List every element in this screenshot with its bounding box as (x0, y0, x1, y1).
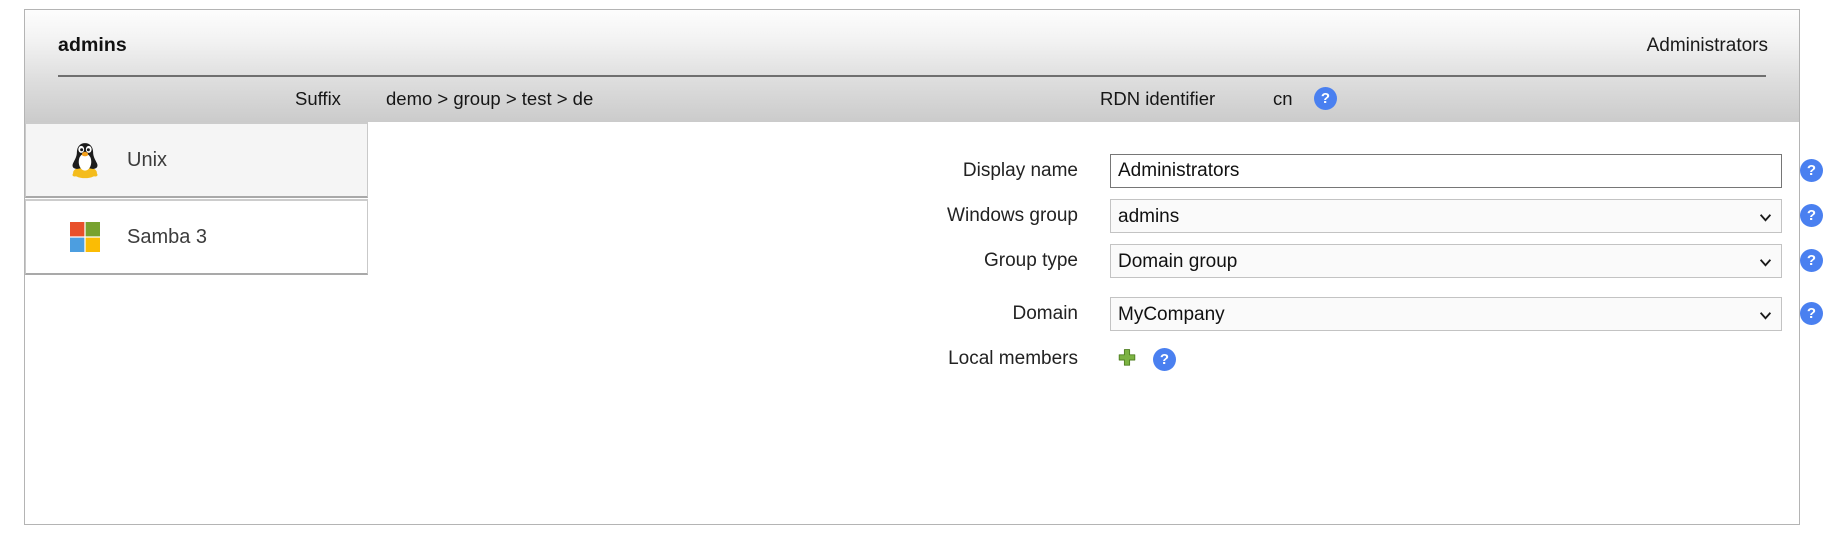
local-members-control: ? (1110, 342, 1176, 376)
local-members-label: Local members (948, 348, 1078, 369)
rdn-identifier-value: cn (1273, 88, 1293, 109)
header-entry-name: Administrators (1646, 35, 1768, 56)
header-top-bar: admins Administrators (25, 10, 1799, 77)
row-windows-group: Windows group admins ? (368, 199, 1823, 233)
local-members-help-icon[interactable]: ? (1153, 347, 1176, 371)
row-display-name: Display name ? (368, 154, 1823, 188)
windows-group-select[interactable]: admins (1110, 199, 1782, 233)
extension-tab-list: Unix Samba 3 (25, 122, 368, 275)
row-domain: Domain MyCompany ? (368, 297, 1823, 331)
panel-body: Unix Samba 3 Display name (25, 122, 1823, 524)
domain-label: Domain (1012, 303, 1078, 324)
group-type-select[interactable]: Domain group (1110, 244, 1782, 278)
domain-select[interactable]: MyCompany (1110, 297, 1782, 331)
group-type-control: Domain group (1110, 244, 1782, 278)
domain-help-icon[interactable]: ? (1800, 302, 1823, 325)
samba-settings-form: Display name ? Windows group admins (368, 122, 1823, 524)
windows-group-label: Windows group (947, 205, 1078, 226)
group-type-help-icon[interactable]: ? (1800, 249, 1823, 272)
domain-control: MyCompany (1110, 297, 1782, 331)
windows-group-help-icon[interactable]: ? (1800, 204, 1823, 227)
header-divider (58, 75, 1766, 77)
chevron-down-icon (1759, 312, 1772, 320)
row-local-members: Local members ? (368, 342, 1799, 376)
plus-icon[interactable] (1116, 348, 1138, 370)
microsoft-squares-icon (70, 222, 100, 252)
header-meta-bar: Suffix demo > group > test > de RDN iden… (25, 78, 1799, 122)
suffix-value[interactable]: demo > group > test > de (386, 88, 594, 109)
chevron-down-icon (1759, 214, 1772, 222)
page-title: admins (58, 34, 127, 56)
rdn-help-icon[interactable]: ? (1314, 87, 1337, 110)
display-name-label: Display name (962, 160, 1078, 181)
chevron-down-icon (1759, 259, 1772, 267)
tab-samba-3-label: Samba 3 (127, 225, 208, 248)
group-type-value: Domain group (1118, 251, 1238, 272)
windows-group-control: admins (1110, 199, 1782, 233)
display-name-input[interactable] (1110, 154, 1782, 188)
tab-samba-3[interactable]: Samba 3 (25, 199, 368, 275)
display-name-control (1110, 154, 1782, 188)
panel-header: admins Administrators Suffix demo > grou… (25, 10, 1799, 122)
group-editor-panel: admins Administrators Suffix demo > grou… (24, 9, 1823, 525)
row-group-type: Group type Domain group ? (368, 244, 1823, 278)
display-name-help-icon[interactable]: ? (1800, 159, 1823, 182)
windows-group-value: admins (1118, 206, 1180, 227)
group-type-label: Group type (984, 250, 1078, 271)
tab-unix[interactable]: Unix (25, 122, 368, 198)
tab-unix-label: Unix (127, 148, 168, 171)
rdn-identifier-label: RDN identifier (1100, 88, 1216, 109)
tux-penguin-icon (72, 143, 98, 179)
suffix-label: Suffix (295, 88, 341, 109)
domain-value: MyCompany (1118, 304, 1225, 325)
